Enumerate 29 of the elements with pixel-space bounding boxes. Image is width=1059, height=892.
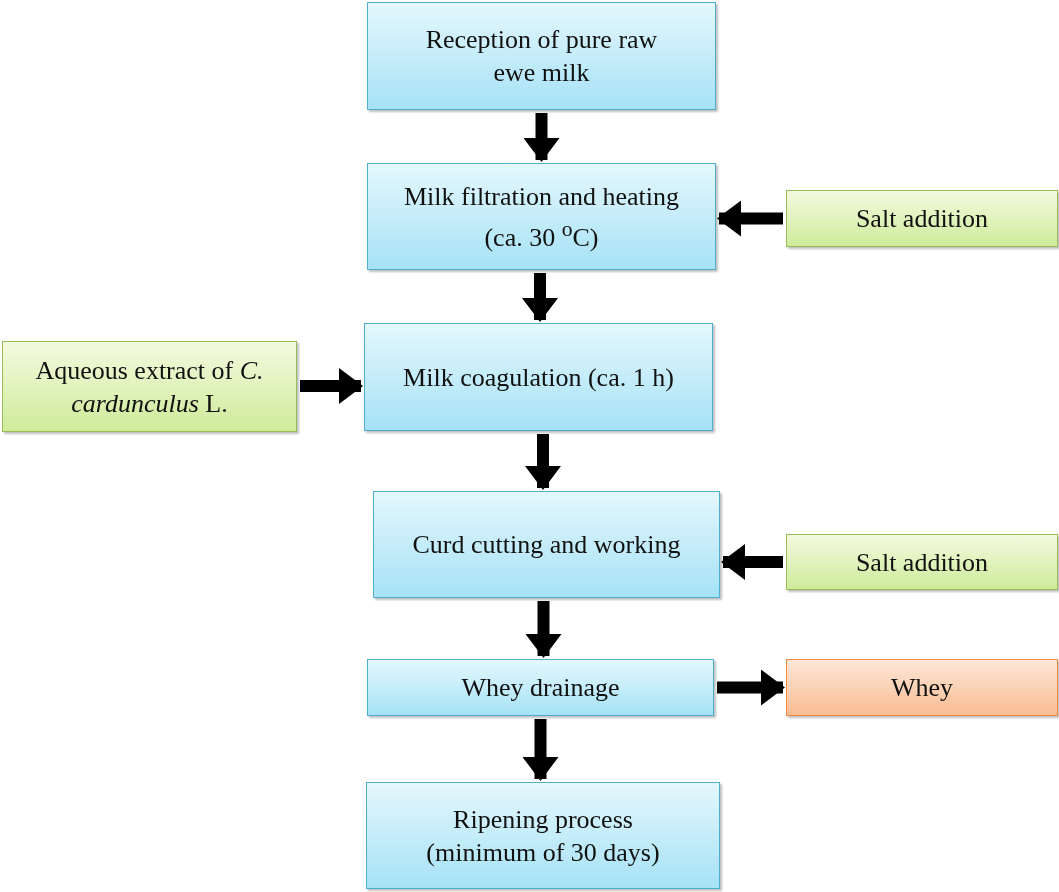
output-box [786, 659, 1058, 716]
arrow [523, 113, 560, 162]
process-box [367, 163, 716, 270]
step-label: Salt addition [854, 203, 990, 235]
input-box [786, 190, 1058, 247]
arrow [525, 434, 561, 490]
arrow [717, 669, 785, 706]
arrow [300, 368, 363, 404]
arrow [717, 200, 783, 237]
step-label: Milk filtration and heating (ca. 30 $^{o}$C) [402, 180, 681, 254]
step-label: Whey [889, 672, 955, 704]
step-label: Curd cutting and working [411, 529, 682, 561]
process-box [364, 323, 713, 431]
step-label: Whey drainage [460, 672, 621, 704]
arrow [522, 719, 559, 781]
process-box [367, 2, 716, 110]
process-box [373, 491, 720, 598]
step-label: Reception of pure raw ewe milk [424, 24, 659, 89]
step-label: Aqueous extract of C. cardunculus L. [34, 354, 265, 420]
process-box [366, 782, 720, 889]
step-label: Ripening process (minimum of 30 days) [425, 803, 661, 869]
arrow [525, 601, 562, 658]
arrow [522, 273, 558, 322]
step-label: Salt addition [854, 546, 990, 579]
arrow [721, 544, 783, 580]
step-label: Milk coagulation (ca. 1 h) [402, 361, 675, 394]
input-box [2, 341, 297, 432]
process-box [367, 659, 714, 716]
input-box [786, 534, 1058, 590]
